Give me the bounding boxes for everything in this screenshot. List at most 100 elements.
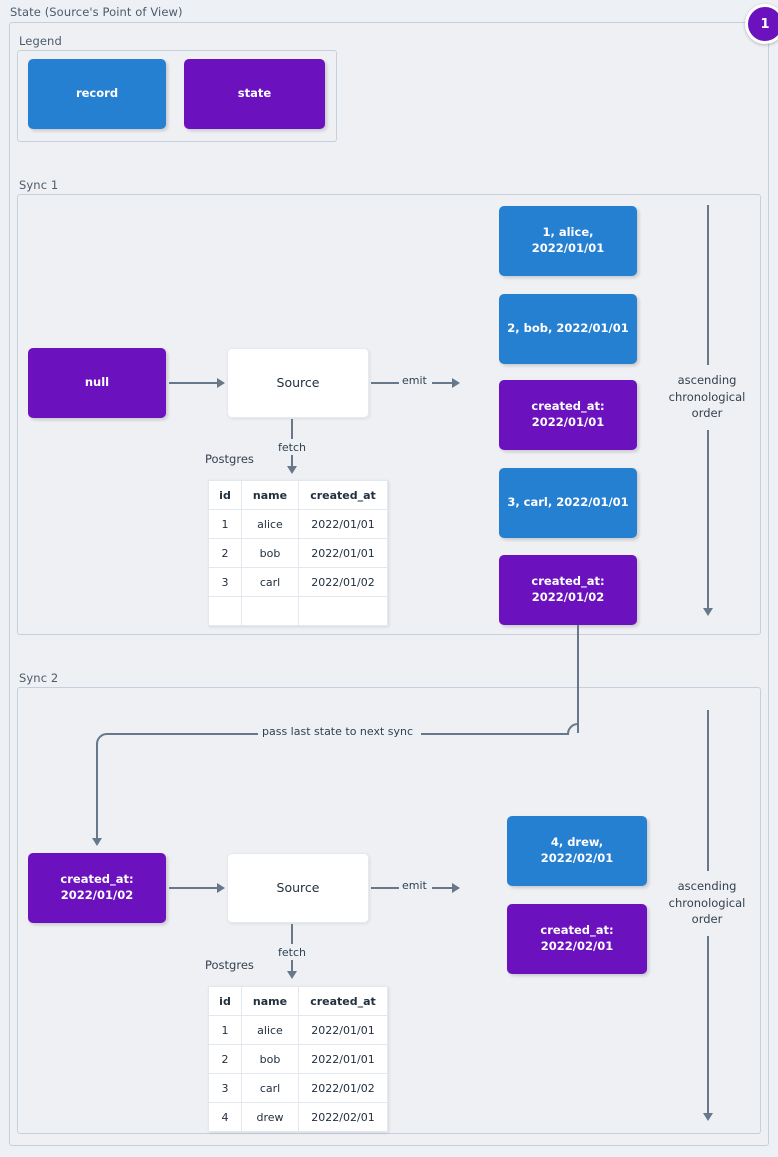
- state-value: 2022/02/01: [540, 939, 614, 953]
- sync1-emit-line-right: [432, 382, 454, 384]
- col-created-at: created_at: [298, 986, 388, 1016]
- table-row: 1 alice 2022/01/01: [208, 1015, 388, 1045]
- cell-created-at: 2022/01/02: [298, 1073, 388, 1103]
- page-title: State (Source's Point of View): [10, 5, 183, 19]
- order-note-line: chronological: [668, 389, 746, 404]
- sync1-emitted-state-1: created_at: 2022/01/01: [499, 380, 637, 450]
- sync2-emitted-state-1: created_at: 2022/02/01: [507, 904, 647, 974]
- sync2-state-to-source-line: [169, 887, 217, 889]
- col-id: id: [208, 986, 242, 1016]
- legend-label: Legend: [19, 34, 62, 48]
- cell-id: [208, 596, 242, 626]
- sync1-source-node: Source: [227, 348, 369, 418]
- sync1-order-arrow: [703, 608, 713, 616]
- sync1-state-to-source-arrow: [217, 378, 225, 388]
- state-value: 2022/01/02: [531, 590, 605, 604]
- table-row: 3 carl 2022/01/02: [208, 1073, 388, 1103]
- cell-name: drew: [241, 1102, 299, 1132]
- sync2-fetch-line-top: [291, 924, 293, 944]
- sync2-emit-line-left: [371, 887, 399, 889]
- handoff-arrow: [92, 838, 102, 846]
- order-note-line: order: [691, 912, 723, 927]
- cell-name: [241, 596, 299, 626]
- cell-name: bob: [241, 1044, 299, 1074]
- cell-id: 1: [208, 509, 242, 539]
- sync2-emit-label: emit: [399, 879, 430, 892]
- sync2-postgres-table: id name created_at 1 alice 2022/01/01 2 …: [208, 986, 388, 1132]
- cell-id: 3: [208, 567, 242, 597]
- table-row: 1 alice 2022/01/01: [208, 509, 388, 539]
- sync1-label: Sync 1: [19, 178, 59, 192]
- sync2-source-node: Source: [227, 853, 369, 923]
- cell-id: 2: [208, 1044, 242, 1074]
- sync1-emit-line-left: [371, 382, 399, 384]
- sync1-emitted-record-3: 3, carl, 2022/01/01: [499, 468, 637, 538]
- state-key: created_at:: [540, 923, 614, 938]
- col-created-at: created_at: [298, 480, 388, 510]
- state-key: created_at:: [60, 872, 134, 887]
- state-value: 2022/01/01: [531, 415, 605, 429]
- sync1-postgres-table: id name created_at 1 alice 2022/01/01 2 …: [208, 480, 388, 626]
- sync2-emit-arrow: [452, 883, 460, 893]
- cell-created-at: 2022/01/01: [298, 1044, 388, 1074]
- sync2-fetch-label: fetch: [275, 946, 309, 959]
- sync2-order-note: ascending chronological order: [652, 878, 762, 928]
- handoff-line-h-right: [421, 733, 568, 735]
- handoff-line-down2: [96, 745, 98, 839]
- cell-created-at: 2022/01/01: [298, 538, 388, 568]
- record-text: 4, drew, 2022/02/01: [540, 835, 614, 865]
- handoff-elbow-right: [567, 723, 579, 735]
- cell-id: 1: [208, 1015, 242, 1045]
- col-name: name: [241, 986, 299, 1016]
- table-header-row: id name created_at: [208, 480, 388, 510]
- order-note-line: ascending: [677, 879, 737, 893]
- cell-id: 4: [208, 1102, 242, 1132]
- state-value: 2022/01/02: [60, 888, 134, 902]
- sync1-order-note: ascending chronological order: [652, 372, 762, 422]
- record-text: 3, carl, 2022/01/01: [507, 495, 629, 510]
- sync1-emit-label: emit: [399, 374, 430, 387]
- handoff-line-h-left: [110, 733, 258, 735]
- cell-name: bob: [241, 538, 299, 568]
- sync1-fetch-line-bottom: [291, 455, 293, 467]
- table-row: [208, 596, 388, 626]
- sync1-state-to-source-line: [169, 382, 217, 384]
- table-row: 4 drew 2022/02/01: [208, 1102, 388, 1132]
- sync2-fetch-line-bottom: [291, 960, 293, 972]
- sync2-order-arrow: [703, 1113, 713, 1121]
- sync1-order-line-bottom: [707, 430, 709, 610]
- sync1-input-state: null: [28, 348, 166, 418]
- legend-swatch-record: record: [28, 59, 166, 129]
- cell-created-at: 2022/01/01: [298, 509, 388, 539]
- sync2-order-line-top: [707, 710, 709, 871]
- cell-id: 3: [208, 1073, 242, 1103]
- sync2-order-line-bottom: [707, 936, 709, 1115]
- order-note-line: order: [691, 406, 723, 421]
- sync2-emitted-record-1: 4, drew, 2022/02/01: [507, 816, 647, 886]
- cell-created-at: 2022/01/02: [298, 567, 388, 597]
- cell-created-at: 2022/02/01: [298, 1102, 388, 1132]
- record-text: 2, bob, 2022/01/01: [507, 321, 629, 336]
- state-key: created_at:: [531, 574, 605, 589]
- sync2-fetch-arrow: [287, 971, 297, 979]
- sync1-fetch-label: fetch: [275, 441, 309, 454]
- sync1-emit-arrow: [452, 378, 460, 388]
- table-header-row: id name created_at: [208, 986, 388, 1016]
- sync2-emit-line-right: [432, 887, 454, 889]
- sync1-order-line-top: [707, 205, 709, 365]
- cell-name: alice: [241, 509, 299, 539]
- handoff-line-down: [577, 625, 579, 733]
- cell-created-at: [298, 596, 388, 626]
- step-badge: 1: [745, 4, 778, 44]
- sync1-emitted-state-2: created_at: 2022/01/02: [499, 555, 637, 625]
- order-note-line: ascending: [677, 373, 737, 387]
- sync2-postgres-label: Postgres: [205, 958, 254, 972]
- record-text: 1, alice, 2022/01/01: [531, 225, 605, 255]
- sync2-label: Sync 2: [19, 671, 59, 685]
- sync1-fetch-arrow: [287, 466, 297, 474]
- cell-id: 2: [208, 538, 242, 568]
- table-row: 2 bob 2022/01/01: [208, 1044, 388, 1074]
- state-key: created_at:: [531, 399, 605, 414]
- handoff-elbow-left: [96, 733, 111, 748]
